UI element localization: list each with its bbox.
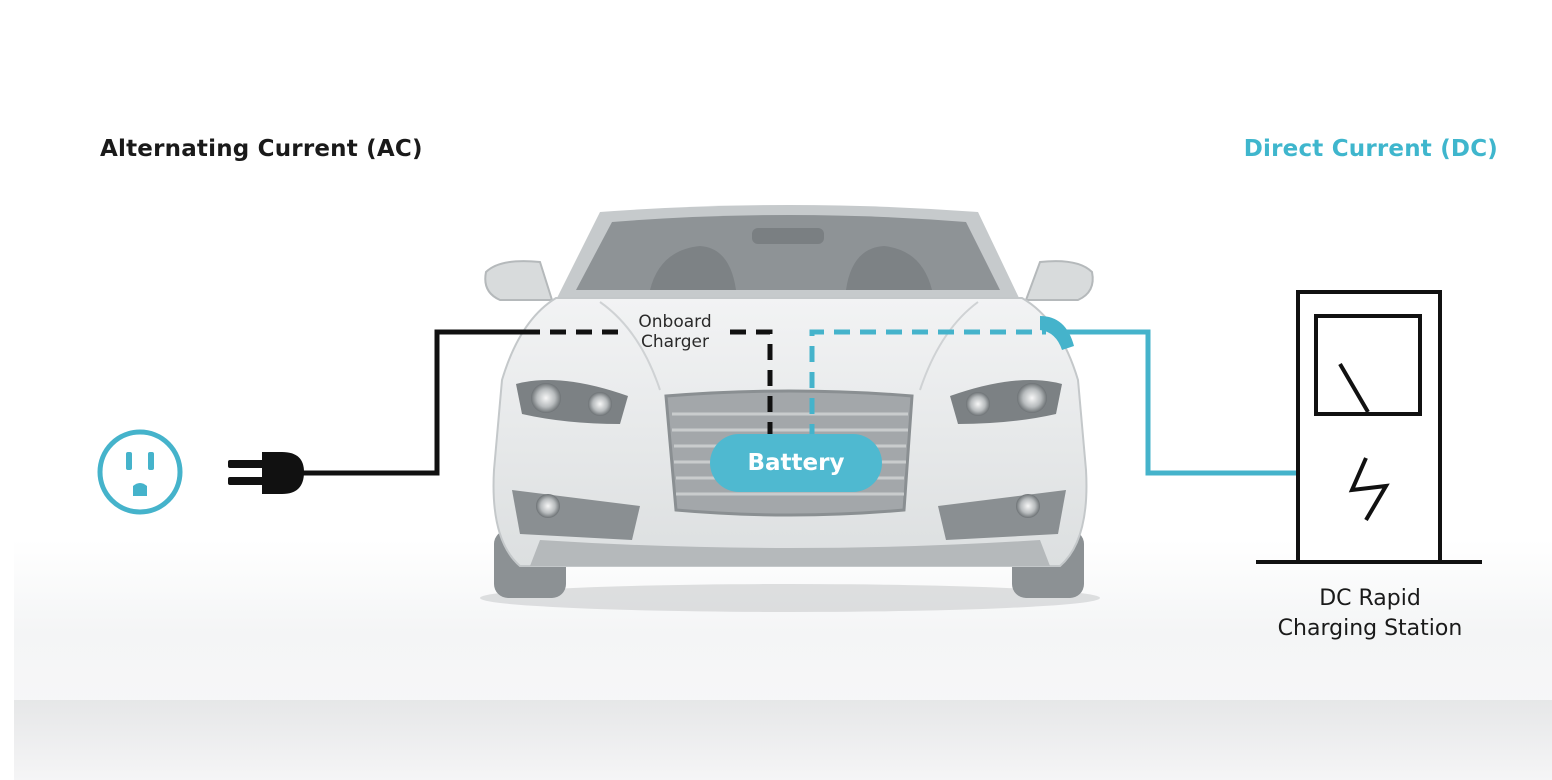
ground-area: [14, 540, 1552, 710]
floor-strip: [14, 700, 1552, 780]
onboard-charger-label: Onboard Charger: [612, 312, 738, 352]
plug-icon: [228, 452, 304, 494]
lightning-bolt-icon: [1348, 457, 1390, 522]
car-front-illustration: [480, 205, 1100, 612]
ac-heading: Alternating Current (AC): [100, 136, 423, 162]
dc-station-label: DC Rapid Charging Station: [1240, 584, 1500, 644]
ac-internal-path-2: [730, 329, 773, 440]
wall-outlet-icon: [97, 429, 183, 515]
dc-charge-port: [1040, 316, 1074, 350]
onboard-charger-label-line-2: Charger: [641, 332, 709, 352]
dc-station-label-line-1: DC Rapid: [1319, 586, 1421, 611]
battery-label: Battery: [747, 450, 845, 476]
gauge-icon: [1314, 314, 1422, 416]
ac-cable: [300, 329, 524, 476]
dc-internal-path: [809, 329, 1046, 440]
dc-heading: Direct Current (DC): [1243, 136, 1498, 162]
battery-pill: [710, 434, 882, 492]
dc-station-label-line-2: Charging Station: [1277, 616, 1463, 641]
onboard-charger-label-line-1: Onboard: [638, 312, 712, 332]
dc-charging-station-icon: [1256, 290, 1482, 564]
dc-cable: [1062, 329, 1298, 476]
